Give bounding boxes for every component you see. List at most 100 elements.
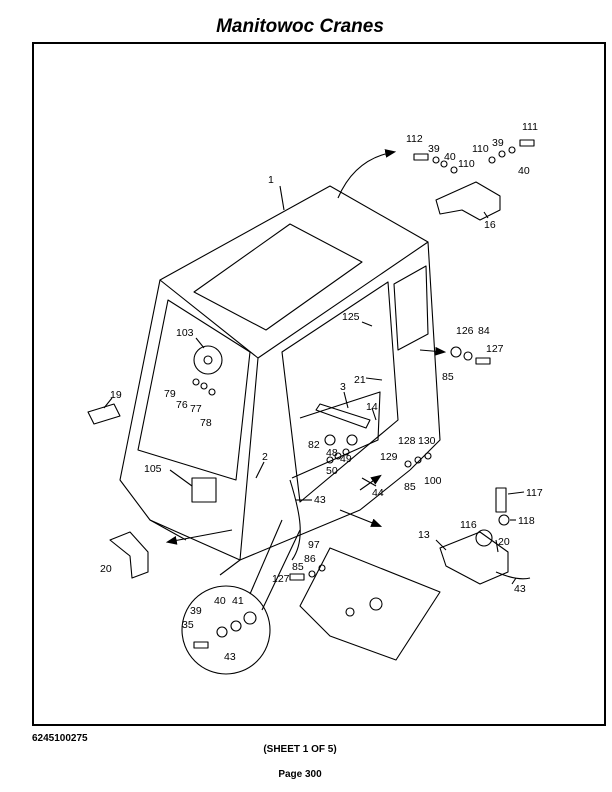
leader-14 <box>371 407 377 421</box>
callout: 129 <box>380 451 398 463</box>
washer-85 <box>308 570 316 578</box>
leader-105 <box>169 469 193 487</box>
leader-20a <box>495 539 499 553</box>
callout: 110 <box>458 158 475 170</box>
washer-86 <box>318 564 326 572</box>
washer-76 <box>192 378 200 386</box>
floor-hole-a <box>324 434 336 446</box>
bracket-16 <box>435 181 501 221</box>
callout: 82 <box>308 439 320 451</box>
callout: 97 <box>308 539 320 551</box>
leader-16 <box>483 211 489 219</box>
callout: 13 <box>418 529 430 541</box>
cab-roof-outline <box>159 185 429 359</box>
callout: 79 <box>164 388 176 400</box>
bolt-35 <box>193 641 209 649</box>
leader-2 <box>255 461 265 479</box>
leader-43b <box>511 577 517 585</box>
callout: 39 <box>190 605 202 617</box>
cab-front-window <box>137 299 251 481</box>
washer-48 <box>326 456 334 464</box>
callout: 84 <box>478 325 490 337</box>
nut-41 <box>243 611 257 625</box>
fan-assembly <box>193 345 223 375</box>
washer-40-top <box>440 160 448 168</box>
leader-44 <box>361 477 377 487</box>
callout: 85 <box>442 371 454 383</box>
washer-39 <box>216 626 228 638</box>
washer-40 <box>230 620 242 632</box>
hose-43-loop <box>289 479 301 561</box>
callout: 76 <box>176 399 188 411</box>
callout: 126 <box>456 325 474 337</box>
bolt-127 <box>475 357 491 365</box>
callout: 35 <box>182 619 194 631</box>
washer-40-b <box>508 146 516 154</box>
plate-hole-b <box>345 607 355 617</box>
callout: 117 <box>526 487 543 499</box>
callout: 41 <box>232 595 244 607</box>
callout: 103 <box>176 327 194 339</box>
sheet-indicator: (SHEET 1 OF 5) <box>263 744 337 755</box>
callout: 48 <box>326 447 338 459</box>
detail-circle <box>181 585 271 675</box>
washer-130 <box>414 456 422 464</box>
callout: 112 <box>406 133 423 145</box>
washer-49 <box>334 452 342 460</box>
floor-hole-b <box>346 434 358 446</box>
arrow-to-mount <box>339 509 383 527</box>
callout: 128 <box>398 435 416 447</box>
callout: 40 <box>518 165 530 177</box>
washer-126 <box>450 346 462 358</box>
callout: 19 <box>110 389 122 401</box>
bracket-20-left <box>109 531 149 579</box>
callout: 44 <box>372 487 384 499</box>
radio-unit <box>191 477 217 503</box>
detail-leader-b <box>261 529 301 611</box>
callout: 100 <box>424 475 442 487</box>
cab-side-door-opening <box>281 281 399 503</box>
nut-78 <box>208 388 216 396</box>
callout: 105 <box>144 463 162 475</box>
callout: 50 <box>326 465 338 477</box>
leader-3 <box>343 391 349 409</box>
nut-50 <box>342 448 350 456</box>
callout: 21 <box>354 374 366 386</box>
callout: 116 <box>460 519 477 531</box>
callout: 16 <box>484 219 496 231</box>
callout: 85 <box>404 481 416 493</box>
callout: 130 <box>418 435 436 447</box>
callout: 39 <box>428 143 440 155</box>
callout: 78 <box>200 417 212 429</box>
washer-39-b <box>498 150 506 158</box>
cab-front-left-edge <box>119 279 187 541</box>
callout: 77 <box>190 403 202 415</box>
leader-103 <box>195 337 205 349</box>
callout: 1 <box>268 174 274 186</box>
arrow-to-bracket-16 <box>337 149 397 199</box>
callout: 110 <box>472 143 489 155</box>
callout: 43 <box>224 651 236 663</box>
nut-110-b <box>488 156 496 164</box>
callout: 43 <box>514 583 526 595</box>
bolt-111 <box>519 139 535 147</box>
callout: 40 <box>444 151 456 163</box>
leader-117 <box>507 491 525 495</box>
leader-21 <box>365 377 383 381</box>
leader-13 <box>435 539 447 551</box>
seat-rail <box>315 403 371 429</box>
washer-84 <box>463 351 473 361</box>
washer-77 <box>200 382 208 390</box>
callout: 20 <box>100 563 112 575</box>
page-number: Page 300 <box>278 769 322 780</box>
callout: 86 <box>304 553 316 565</box>
bolt-117 <box>495 487 507 513</box>
bolt-127-b <box>289 573 305 581</box>
bracket-19 <box>87 403 121 425</box>
callout: 118 <box>518 515 535 527</box>
cab-right-rear-edge <box>409 241 441 471</box>
cab-floor-plate <box>291 391 381 479</box>
leader-125 <box>361 321 373 327</box>
cab-rear-window <box>393 265 429 351</box>
